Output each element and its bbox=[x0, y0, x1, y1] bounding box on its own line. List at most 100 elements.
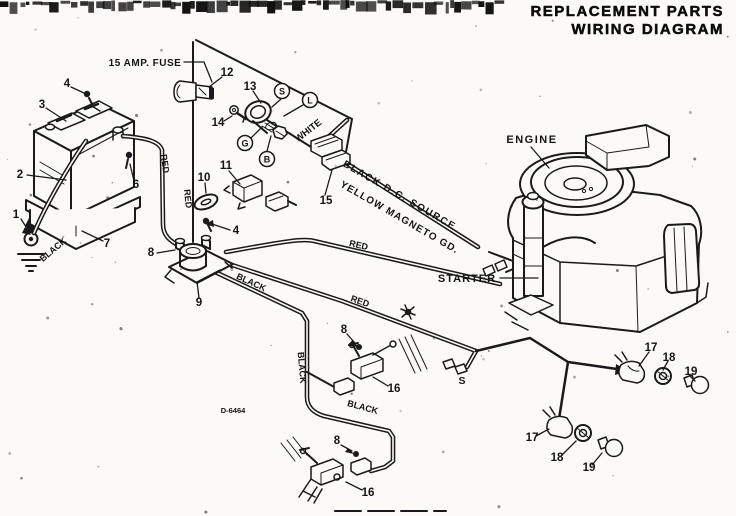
s-wire-label: S bbox=[458, 375, 465, 387]
safety-switch-mid bbox=[333, 334, 428, 396]
scan-noise bbox=[433, 1, 444, 5]
terminal-ring-g bbox=[236, 134, 254, 152]
safety-switch-bottom bbox=[280, 436, 372, 504]
scan-noise bbox=[726, 35, 729, 38]
scan-noise bbox=[77, 17, 79, 19]
scan-noise bbox=[118, 2, 127, 12]
terminal-letter-b: B bbox=[264, 154, 271, 164]
scan-noise bbox=[204, 510, 208, 514]
scan-noise bbox=[9, 2, 18, 14]
callout-13: 13 bbox=[244, 81, 257, 93]
scan-noise bbox=[80, 1, 89, 6]
scan-noise bbox=[34, 28, 37, 31]
scan-noise bbox=[366, 1, 377, 12]
scan-noise bbox=[323, 0, 329, 10]
terminal-letter-l: L bbox=[307, 95, 313, 105]
battery-tray bbox=[25, 196, 141, 250]
scan-noise bbox=[267, 1, 276, 14]
scan-noise bbox=[691, 165, 694, 168]
scan-noise bbox=[20, 476, 23, 480]
scan-noise bbox=[667, 375, 670, 378]
ignition-key bbox=[229, 105, 248, 123]
scan-noise bbox=[509, 205, 513, 208]
scan-noise bbox=[350, 0, 355, 6]
scan-noise bbox=[143, 1, 151, 8]
scan-noise bbox=[615, 269, 619, 272]
starter-motor bbox=[508, 191, 596, 316]
callout-3: 3 bbox=[39, 99, 45, 111]
scan-noise bbox=[28, 123, 32, 126]
wire-label-black: BLACK bbox=[346, 398, 379, 416]
scan-noise bbox=[693, 157, 697, 161]
fuse-holder bbox=[173, 80, 214, 103]
scan-noise bbox=[270, 344, 272, 347]
starter-cable-connectors bbox=[482, 259, 508, 277]
scan-noise bbox=[500, 304, 504, 308]
scan-noise bbox=[60, 0, 71, 4]
scan-noise bbox=[134, 113, 139, 118]
scan-noise bbox=[294, 50, 297, 54]
scan-noise bbox=[149, 1, 161, 7]
scan-noise bbox=[40, 2, 52, 6]
scan-noise bbox=[286, 180, 290, 184]
callout-18: 18 bbox=[663, 352, 676, 364]
scan-noise bbox=[399, 409, 402, 413]
scan-noise bbox=[494, 0, 505, 4]
scan-noise bbox=[482, 357, 485, 361]
scan-noise bbox=[478, 1, 485, 7]
callout-8: 8 bbox=[148, 247, 155, 259]
callout-9: 9 bbox=[196, 297, 202, 309]
scan-noise bbox=[292, 0, 303, 11]
callout-leaders bbox=[20, 61, 696, 491]
scan-noise bbox=[62, 236, 65, 238]
scan-noise bbox=[340, 0, 348, 10]
scan-noise bbox=[127, 1, 134, 11]
engine-label: ENGINE bbox=[506, 134, 557, 146]
scan-noise bbox=[539, 95, 541, 98]
s-wire-lugs bbox=[442, 358, 468, 375]
scan-noise bbox=[90, 302, 94, 306]
callout-11: 11 bbox=[220, 160, 233, 172]
wire-label-black: BLACK bbox=[296, 352, 309, 385]
scan-noise bbox=[256, 0, 268, 7]
drawing-number: D-6464 bbox=[221, 406, 246, 415]
scan-noise bbox=[119, 327, 123, 331]
starter-label: STARTER bbox=[438, 273, 496, 285]
wire-label-black: BLACK bbox=[38, 235, 69, 263]
scan-noise bbox=[92, 154, 95, 158]
scan-noise bbox=[485, 2, 494, 15]
scan-noise bbox=[248, 0, 259, 7]
scan-noise bbox=[239, 0, 251, 13]
scan-noise bbox=[102, 1, 112, 10]
scan-noise bbox=[189, 1, 195, 9]
scan-noise bbox=[210, 96, 213, 99]
scan-noise bbox=[327, 0, 340, 5]
scan-noise bbox=[479, 88, 483, 92]
scan-noise bbox=[91, 256, 93, 259]
callout-7: 7 bbox=[104, 238, 110, 250]
callout-19: 19 bbox=[685, 366, 698, 378]
scan-noise bbox=[535, 198, 539, 202]
callout-17: 17 bbox=[645, 342, 658, 354]
scan-noise bbox=[647, 287, 650, 291]
scan-noise bbox=[170, 1, 176, 10]
battery-terminal bbox=[112, 126, 124, 134]
wire-label-red: RED bbox=[348, 238, 369, 252]
scan-noise bbox=[32, 1, 43, 5]
scan-noise bbox=[497, 505, 501, 509]
callout-16: 16 bbox=[362, 487, 375, 499]
title-line2: WIRING DIAGRAM bbox=[571, 21, 724, 39]
scan-noise bbox=[26, 1, 30, 5]
terminal-ring-b bbox=[258, 150, 276, 168]
callout-1: 1 bbox=[13, 209, 20, 221]
callout-8: 8 bbox=[334, 435, 341, 447]
scan-noise bbox=[230, 267, 234, 272]
terminal-letter-g: G bbox=[241, 138, 248, 148]
callout-4: 4 bbox=[233, 225, 240, 237]
scan-noise bbox=[46, 316, 50, 320]
fuse-label: 15 AMP. FUSE bbox=[109, 58, 182, 69]
scan-noise bbox=[335, 110, 337, 113]
scan-noise bbox=[461, 1, 472, 10]
scan-noise bbox=[425, 2, 437, 15]
